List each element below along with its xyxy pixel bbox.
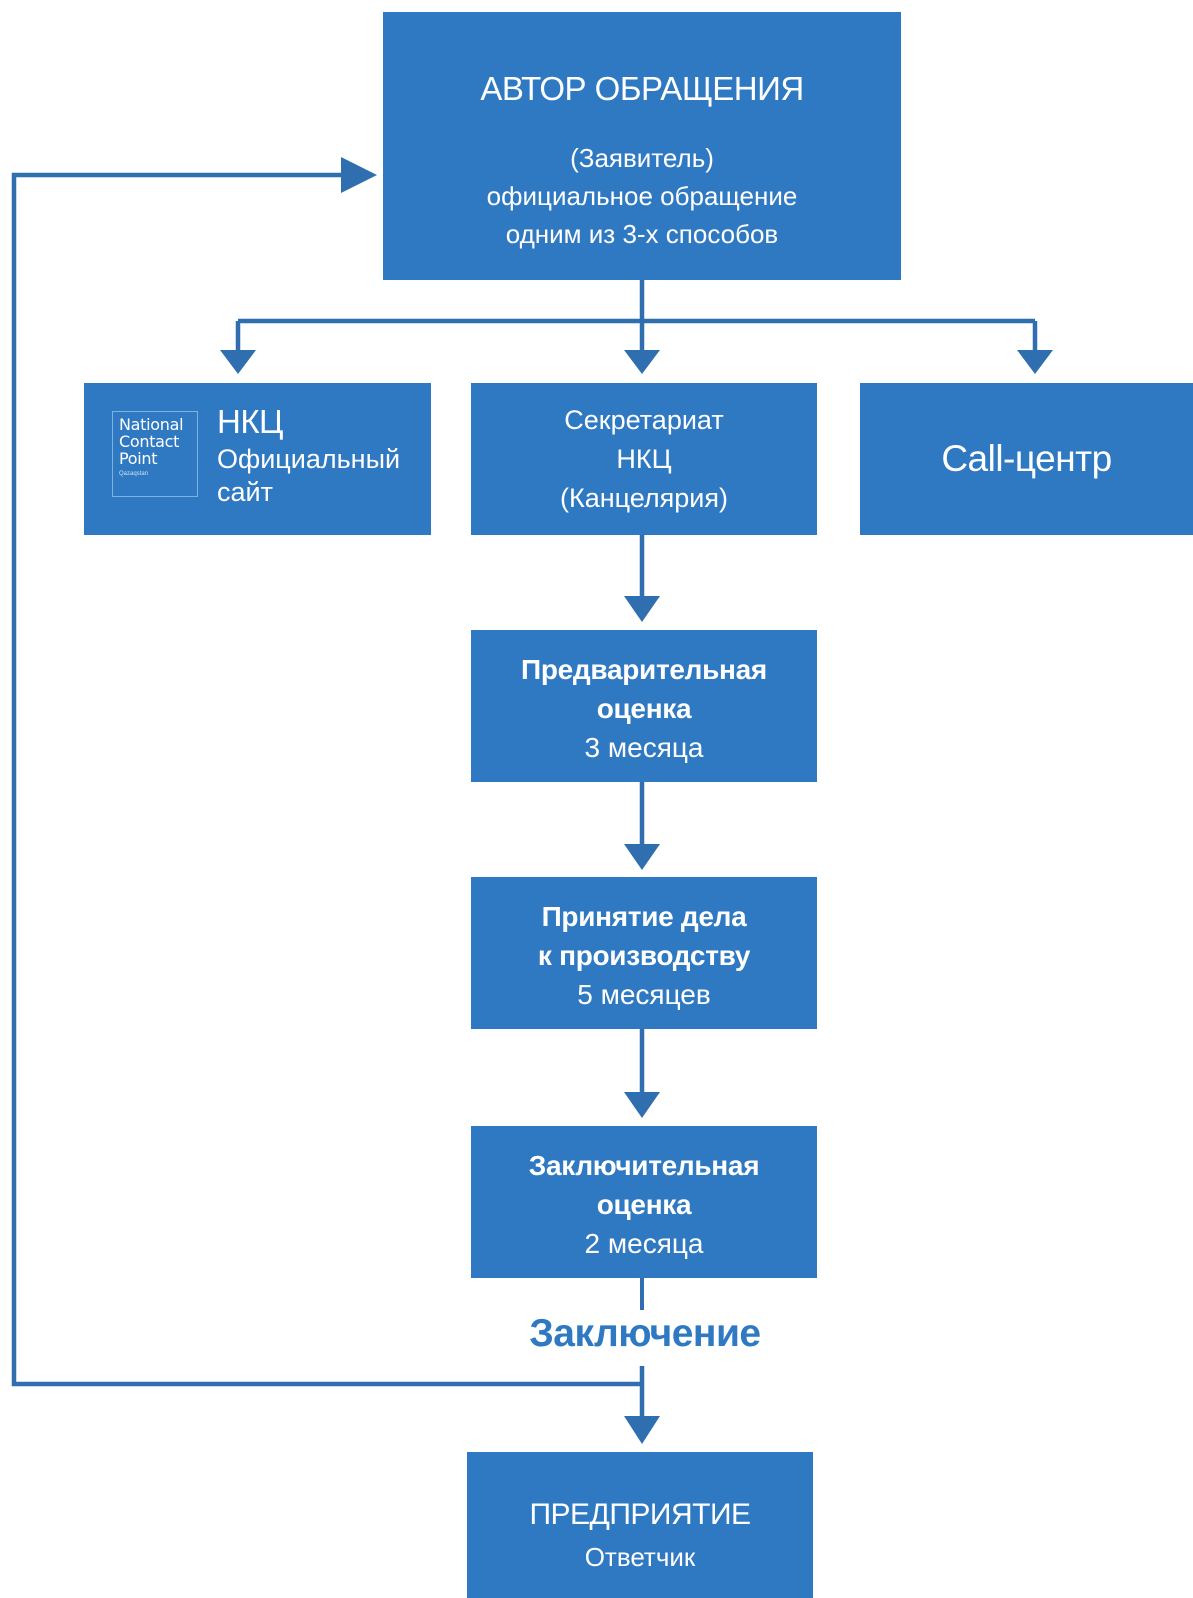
website-title: НКЦ <box>217 403 283 440</box>
secretariat-line: НКЦ <box>616 444 672 474</box>
author-box: АВТОР ОБРАЩЕНИЯ (Заявитель) официальное … <box>383 12 901 280</box>
enterprise-box: ПРЕДПРИЯТИЕ Ответчик <box>467 1452 813 1598</box>
arrowhead-final <box>624 1092 660 1118</box>
arrowhead-author <box>341 157 377 193</box>
feedback-loop-line <box>11 172 642 1387</box>
arrowhead-enterprise <box>624 1416 660 1444</box>
stage-duration: 2 месяца <box>584 1228 704 1259</box>
final-description: Заключительная оценка 2 месяца <box>471 1146 817 1263</box>
enterprise-title: ПРЕДПРИЯТИЕ <box>529 1498 751 1531</box>
logo-text: National <box>119 415 184 434</box>
website-line: Официальный <box>217 444 401 474</box>
website-box: National Contact Point Qazaqstan НКЦ Офи… <box>84 383 431 535</box>
preliminary-assessment-box: Предварительная оценка 3 месяца <box>471 630 817 782</box>
author-description: (Заявитель) официальное обращение одним … <box>383 139 901 253</box>
ncp-logo: National Contact Point Qazaqstan <box>112 411 198 497</box>
conclusion-label: Заключение <box>529 1312 761 1355</box>
logo-small-text: Qazaqstan <box>119 471 149 477</box>
stage-title-line: Заключительная <box>528 1150 760 1181</box>
arrowhead-secretariat <box>624 350 660 374</box>
stage-title-line: оценка <box>596 1189 692 1220</box>
arrowhead-callcenter <box>1017 350 1053 374</box>
website-description: Официальный сайт <box>217 443 400 509</box>
callcenter-box: Call-центр <box>860 383 1193 535</box>
logo-text: Point <box>119 449 158 468</box>
arrowhead-preliminary <box>624 596 660 622</box>
secretariat-box: Секретариат НКЦ (Канцелярия) <box>471 383 817 535</box>
author-line: одним из 3-х способов <box>505 219 779 249</box>
stage-title-line: Предварительная <box>521 654 767 685</box>
stage-duration: 3 месяца <box>584 732 704 763</box>
enterprise-subtitle: Ответчик <box>584 1542 696 1572</box>
logo-text: Contact <box>119 432 180 451</box>
stage-title-line: оценка <box>596 693 692 724</box>
author-title: АВТОР ОБРАЩЕНИЯ <box>480 70 804 107</box>
acceptance-description: Принятие дела к производству 5 месяцев <box>471 897 817 1014</box>
stage-duration: 5 месяцев <box>577 979 711 1010</box>
arrowhead-website <box>220 350 256 374</box>
arrowhead-acceptance <box>624 844 660 870</box>
author-line: официальное обращение <box>486 181 798 211</box>
stage-title-line: к производству <box>537 940 751 971</box>
stage-title-line: Принятие дела <box>541 901 747 932</box>
author-line: (Заявитель) <box>570 143 714 173</box>
website-line: сайт <box>217 477 273 507</box>
preliminary-description: Предварительная оценка 3 месяца <box>471 650 817 767</box>
callcenter-title: Call-центр <box>941 438 1112 479</box>
secretariat-line: (Канцелярия) <box>559 483 728 513</box>
secretariat-line: Секретариат <box>564 405 724 435</box>
final-assessment-box: Заключительная оценка 2 месяца <box>471 1126 817 1278</box>
case-acceptance-box: Принятие дела к производству 5 месяцев <box>471 877 817 1029</box>
secretariat-description: Секретариат НКЦ (Канцелярия) <box>471 401 817 518</box>
